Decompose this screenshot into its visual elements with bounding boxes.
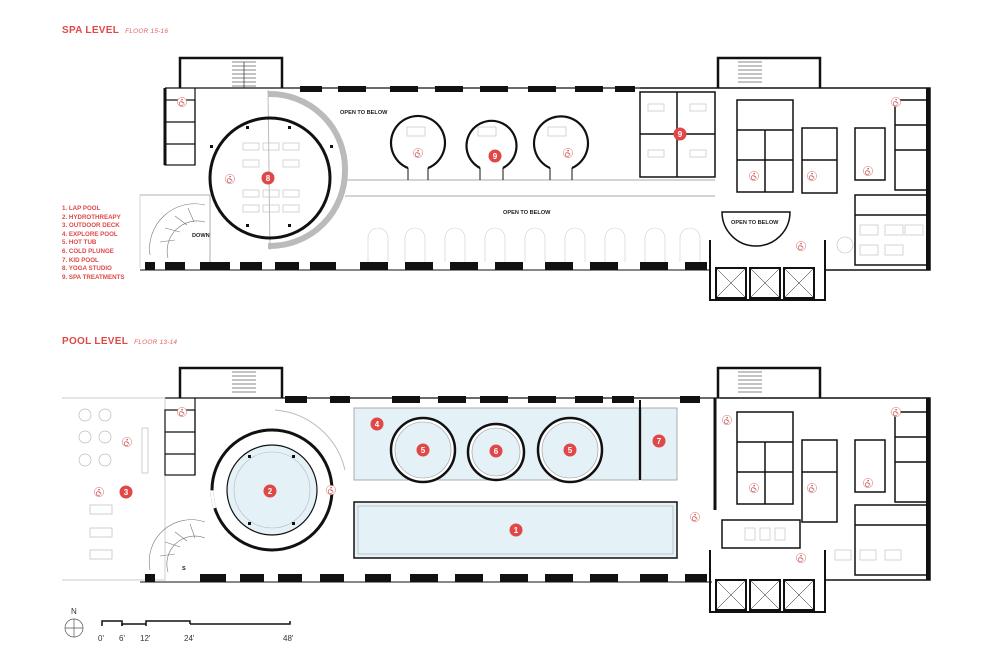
legend-item-explore-pool: 4. EXPLORE POOL <box>62 230 118 238</box>
wheelchair-icon <box>94 487 104 497</box>
marker-hot-tub-right-label: 5 <box>568 446 573 455</box>
wheelchair-icon <box>749 483 759 493</box>
marker-hydrotherapy-label: 2 <box>268 487 273 496</box>
marker-kid-pool <box>652 434 666 448</box>
marker-hot-tub-right <box>563 443 577 457</box>
wheelchair-icon <box>796 241 806 251</box>
marker-explore-pool-label: 4 <box>375 420 380 429</box>
open-to-below-label-mid: OPEN TO BELOW <box>503 210 551 216</box>
wheelchair-icon <box>796 553 806 563</box>
wheelchair-icon <box>563 148 573 158</box>
spa-right-tower-wall <box>716 56 822 88</box>
spa-left-tower-wall <box>178 56 284 88</box>
marker-lap-pool <box>509 523 523 537</box>
marker-outdoor-deck <box>119 485 133 499</box>
scale-label-0: 0' <box>98 634 104 643</box>
marker-spa-treatments-pod <box>488 149 502 163</box>
yoga-studio <box>208 89 349 251</box>
marker-yoga-studio <box>261 171 275 185</box>
pool-elevator-core <box>709 550 826 613</box>
north-arrow-icon <box>64 618 84 638</box>
wheelchair-icon <box>891 97 901 107</box>
spa-level-subtitle: FLOOR 15-16 <box>125 28 169 35</box>
marker-kid-pool-label: 7 <box>657 437 662 446</box>
spa-spiral-stair <box>149 203 206 259</box>
wheelchair-icon <box>413 148 423 158</box>
legend-item-kid-pool: 7. KID POOL <box>62 256 99 264</box>
spa-treatment-rooms <box>639 91 929 266</box>
wheelchair-icon <box>807 483 817 493</box>
north-label: N <box>71 607 77 616</box>
legend: 1. LAP POOL 2. HYDROTHREAPY 3. OUTDOOR D… <box>62 205 124 282</box>
pool-level-plan: 3 S 2 4 7 <box>62 366 931 613</box>
wheelchair-icon <box>225 174 235 184</box>
spa-left-stair-treads <box>232 61 256 88</box>
scale-label-48: 48' <box>283 634 294 643</box>
pool-south-window-band <box>145 574 707 582</box>
pool-level-subtitle: FLOOR 13-14 <box>134 339 178 346</box>
legend-item-hydrotherapy: 2. HYDROTHREAPY <box>62 213 121 221</box>
open-to-below-label-top: OPEN TO BELOW <box>340 110 388 116</box>
open-to-below-label-right: OPEN TO BELOW <box>731 220 779 226</box>
wheelchair-icon <box>863 166 873 176</box>
legend-item-spa-treatments: 9. SPA TREATMENTS <box>62 273 125 281</box>
legend-item-outdoor-deck: 3. OUTDOOR DECK <box>62 222 120 230</box>
wheelchair-icon <box>177 97 187 107</box>
scale-label-12: 12' <box>140 634 151 643</box>
marker-lap-pool-label: 1 <box>514 526 519 535</box>
wheelchair-icon <box>326 485 336 495</box>
outdoor-deck <box>62 397 166 581</box>
wheelchair-icon <box>122 437 132 447</box>
wheelchair-icon <box>749 171 759 181</box>
marker-spa-treatments-pod-label: 9 <box>493 152 498 161</box>
spa-level-title-text: SPA LEVEL <box>62 25 120 36</box>
pool-spiral-stair <box>148 519 206 573</box>
wheelchair-icon <box>891 407 901 417</box>
spa-open-to-below-corridor <box>345 179 715 197</box>
wheelchair-icon <box>722 415 732 425</box>
legend-item-yoga-studio: 8. YOGA STUDIO <box>62 265 112 273</box>
scale-bar <box>101 620 291 626</box>
marker-spa-treatments-rooms-label: 9 <box>678 130 683 139</box>
spa-treatment-pods <box>389 114 590 170</box>
spa-south-window-band <box>145 262 707 270</box>
wheelchair-icon <box>863 478 873 488</box>
wheelchair-icon <box>690 512 700 522</box>
scale-label-6: 6' <box>119 634 125 643</box>
pool-left-tower-wall <box>178 366 284 398</box>
marker-yoga-studio-label: 8 <box>266 174 271 183</box>
pool-locker-rooms <box>721 411 929 576</box>
legend-item-cold-plunge: 6. COLD PLUNGE <box>62 247 114 255</box>
pool-north-window-band <box>285 396 700 403</box>
wheelchair-icon <box>807 171 817 181</box>
pool-level-title-text: POOL LEVEL <box>62 336 129 347</box>
wheelchair-icon <box>177 407 187 417</box>
down-label: DOWN <box>192 233 210 239</box>
spa-level-title: SPA LEVEL FLOOR 15-16 <box>62 25 168 36</box>
marker-cold-plunge <box>489 444 503 458</box>
legend-item-lap-pool: 1. LAP POOL <box>62 205 101 212</box>
spa-arcade <box>367 227 701 262</box>
marker-hydrotherapy <box>263 484 277 498</box>
spa-north-window-band <box>300 86 635 92</box>
scale-label-24: 24' <box>184 634 195 643</box>
pool-right-tower-wall <box>716 366 822 398</box>
marker-outdoor-deck-label: 3 <box>124 488 129 497</box>
spa-level-plan: DOWN 8 OPEN TO BELOW OPEN TO BELOW <box>139 56 931 301</box>
legend-item-hot-tub: 5. HOT TUB <box>62 239 97 247</box>
marker-hot-tub-left-label: 5 <box>421 446 426 455</box>
marker-cold-plunge-label: 6 <box>494 447 499 456</box>
spa-elevator-core <box>709 240 826 301</box>
marker-spa-treatments-rooms <box>673 127 687 141</box>
stair-s-label: S <box>182 566 186 572</box>
pool-level-title: POOL LEVEL FLOOR 13-14 <box>62 336 177 347</box>
marker-hot-tub-left <box>416 443 430 457</box>
marker-explore-pool <box>370 417 384 431</box>
